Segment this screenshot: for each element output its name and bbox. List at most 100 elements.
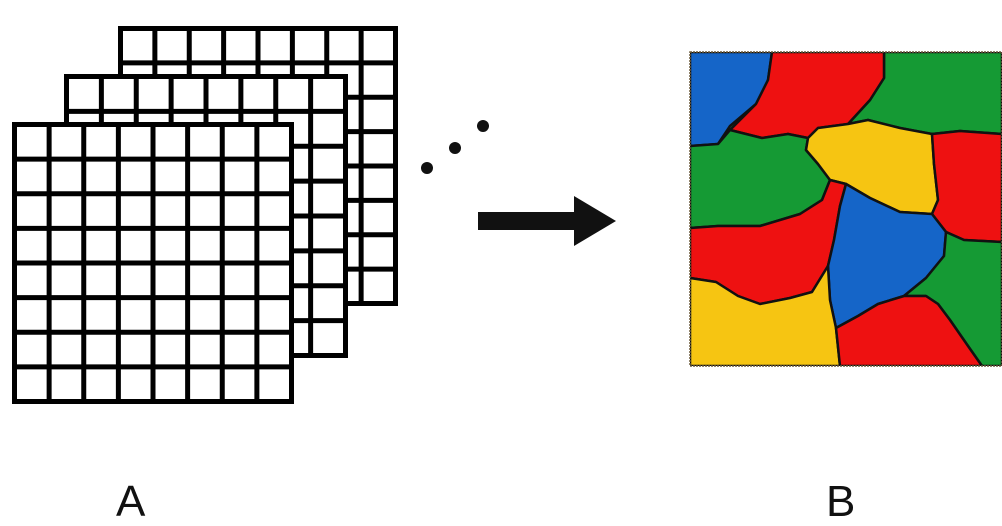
grid-cell (209, 79, 239, 109)
grid-layer-front (12, 122, 294, 404)
grid-cell (139, 79, 169, 109)
grid-cell (295, 31, 324, 60)
grid-cell (190, 369, 220, 399)
grid-cell (121, 369, 151, 399)
grid-cell (121, 266, 151, 296)
grid-cell (278, 79, 308, 109)
label-a: A (116, 480, 145, 524)
grid-cell (156, 162, 186, 192)
grid-cell (52, 266, 82, 296)
region-red-right (932, 131, 1002, 242)
grid-cell (364, 100, 393, 129)
grid-cell (17, 127, 47, 157)
grid-cell (190, 266, 220, 296)
grid-cell (86, 127, 116, 157)
grid-cell (313, 184, 343, 214)
grid-cell (364, 237, 393, 266)
grid-cell (313, 149, 343, 179)
grid-cell (313, 253, 343, 283)
grid-cell (156, 369, 186, 399)
grid-cell (259, 196, 289, 226)
grid-cell (86, 369, 116, 399)
grid-cell (259, 266, 289, 296)
grid-cell (192, 31, 221, 60)
grid-cell (17, 231, 47, 261)
grid-cell (104, 79, 134, 109)
grid-cell (190, 231, 220, 261)
grid-cell (86, 196, 116, 226)
grid-cell (86, 300, 116, 330)
label-b: B (826, 480, 855, 524)
grid-cell (52, 231, 82, 261)
grid-cell (313, 79, 343, 109)
grid-cell (225, 300, 255, 330)
grid-cell (259, 300, 289, 330)
grid-cell (156, 231, 186, 261)
grid-cell (121, 162, 151, 192)
grid-cell (52, 300, 82, 330)
ellipsis-dot (421, 162, 433, 174)
grid-cell (190, 335, 220, 365)
grid-cell (17, 162, 47, 192)
grid-cell (225, 127, 255, 157)
grid-cell (225, 369, 255, 399)
grid-cell (121, 127, 151, 157)
grid-cell (86, 335, 116, 365)
grid-cell (225, 196, 255, 226)
grid-cell (226, 31, 255, 60)
grid-cell (259, 369, 289, 399)
grid-cell (52, 369, 82, 399)
grid-cell (313, 219, 343, 249)
arrow-right-icon (478, 196, 616, 246)
grid-cell (313, 114, 343, 144)
grid-cell (17, 369, 47, 399)
grid-cell (259, 231, 289, 261)
grid-cell (190, 196, 220, 226)
grid-cell (17, 196, 47, 226)
grid-cell (86, 162, 116, 192)
grid-cell (156, 335, 186, 365)
grid-cell (52, 127, 82, 157)
grid-cell (174, 79, 204, 109)
grid-cell (364, 134, 393, 163)
grid-cell (190, 162, 220, 192)
grid-cell (225, 335, 255, 365)
grid-cell (329, 31, 358, 60)
grid-cell (52, 196, 82, 226)
grid-cell (156, 196, 186, 226)
grid-cell (17, 266, 47, 296)
grid-cell (243, 79, 273, 109)
grid-cell (121, 300, 151, 330)
grid-cell (261, 31, 290, 60)
grid-cell (364, 203, 393, 232)
grid-cell (121, 335, 151, 365)
grid-cell (313, 323, 343, 353)
grid-cell (364, 169, 393, 198)
grid-cell (86, 266, 116, 296)
grid-cell (156, 127, 186, 157)
grid-cell (17, 335, 47, 365)
grid-cell (121, 196, 151, 226)
grid-cell (225, 231, 255, 261)
grid-cell (259, 335, 289, 365)
ellipsis-dot (477, 120, 489, 132)
grid-cell (364, 31, 393, 60)
grid-cell (259, 127, 289, 157)
grid-cell (86, 231, 116, 261)
grid-cell (121, 231, 151, 261)
ellipsis-dots (421, 120, 489, 174)
grid-cell (364, 272, 393, 301)
grid-cell (156, 300, 186, 330)
grid-cell (225, 162, 255, 192)
grid-cell (156, 266, 186, 296)
ellipsis-dot (449, 142, 461, 154)
grid-cell (69, 79, 99, 109)
grid-cell (225, 266, 255, 296)
grid-cell (313, 288, 343, 318)
grid-cell (157, 31, 186, 60)
grid-cell (52, 162, 82, 192)
grid-cell (17, 300, 47, 330)
grid-cell (259, 162, 289, 192)
grid-cell (190, 300, 220, 330)
